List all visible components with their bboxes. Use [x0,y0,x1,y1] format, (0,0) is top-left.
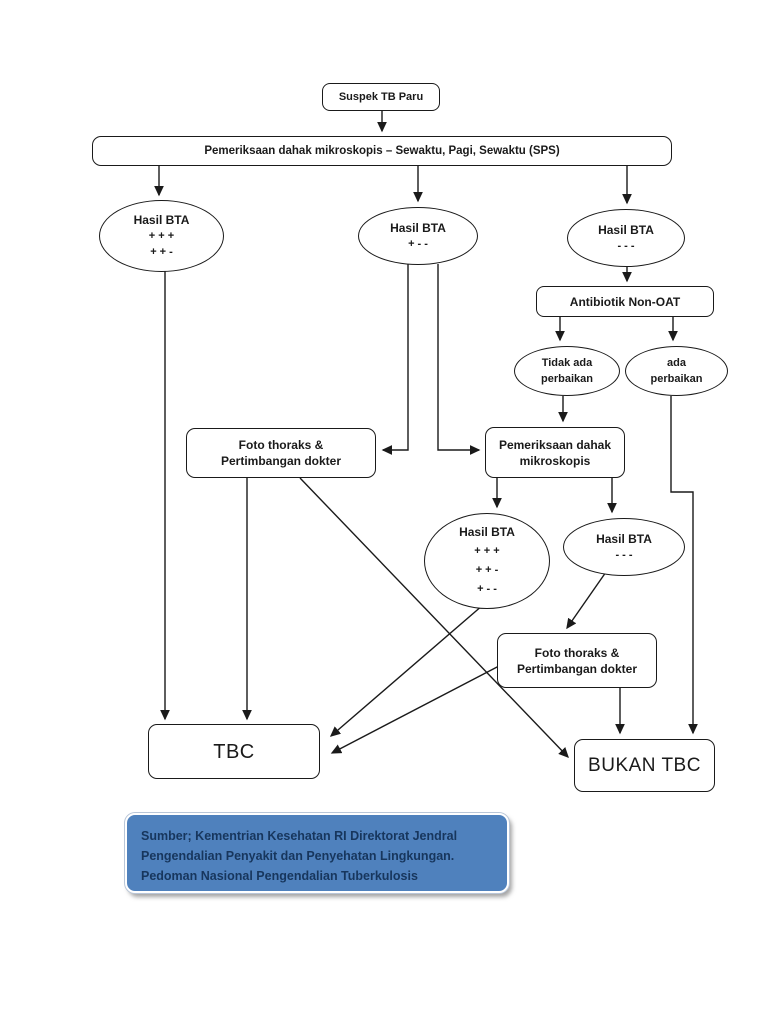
node-title: Hasil BTA [596,532,652,546]
flow-arrow-foto1-to-bukan-tbc [299,477,569,759]
node-label: Suspek TB Paru [338,91,424,103]
node-line: perbaikan [650,373,703,385]
node-ada-perbaikan: ada perbaikan [625,346,728,396]
node-line: Foto thoraks & [238,438,324,452]
node-hasil-bta-1: Hasil BTA + + + + + - [99,200,224,272]
node-pemeriksaan-sps: Pemeriksaan dahak mikroskopis – Sewaktu,… [92,136,672,166]
node-bukan-tbc: BUKAN TBC [574,739,715,792]
node-line: Pertimbangan dokter [220,454,342,468]
node-line: mikroskopis [519,453,591,468]
node-line: Foto thoraks & [534,645,620,660]
flow-arrow-hasil5-to-foto2 [566,571,607,630]
flow-arrow-hasil2-to-dahak2 [437,264,481,455]
node-line: + + - [475,564,499,576]
node-pemeriksaan-dahak-2: Pemeriksaan dahak mikroskopis [485,427,625,478]
node-hasil-bta-3: Hasil BTA - - - [567,209,685,267]
flow-arrow-hasil4-to-tbc [329,604,484,737]
node-foto-thoraks-1: Foto thoraks & Pertimbangan dokter [186,428,376,478]
flow-arrow-hasil2-to-foto1 [381,264,409,455]
node-hasil-bta-5: Hasil BTA - - - [563,518,685,576]
node-label: TBC [213,740,255,763]
node-hasil-bta-2: Hasil BTA + - - [358,207,478,265]
node-antibiotik-non-oat: Antibiotik Non-OAT [536,286,714,317]
node-label: Antibiotik Non-OAT [569,294,681,309]
node-line: Pertimbangan dokter [516,661,638,676]
node-title: Hasil BTA [459,525,515,539]
node-line: Pemeriksaan dahak [498,437,612,452]
flow-arrow-foto2-to-tbc [330,665,500,754]
node-line: ada [667,357,686,369]
node-tbc: TBC [148,724,320,779]
node-title: Hasil BTA [598,223,654,237]
source-line: Pedoman Nasional Pengendalian Tuberkulos… [141,869,418,883]
node-label: Pemeriksaan dahak mikroskopis – Sewaktu,… [204,145,560,157]
node-line: + - - [477,583,497,595]
node-tidak-ada-perbaikan: Tidak ada perbaikan [514,346,620,396]
node-line: + + + [148,230,175,242]
node-label: BUKAN TBC [588,754,701,776]
node-title: Hasil BTA [133,213,190,227]
source-attribution-box: Sumber; Kementrian Kesehatan RI Direktor… [125,813,509,893]
flow-arrow-ada-to-bukan-tbc [670,396,698,735]
source-line: Sumber; Kementrian Kesehatan RI Direktor… [141,829,458,843]
node-line: Tidak ada [541,357,593,369]
node-line: - - - [615,549,633,561]
node-line: + - - [408,238,428,250]
node-title: Hasil BTA [390,221,446,235]
source-line: Pengendalian Penyakit dan Penyehatan Lin… [141,849,455,863]
node-foto-thoraks-2: Foto thoraks & Pertimbangan dokter [497,633,657,688]
node-line: - - - [617,240,635,252]
node-suspek-tb-paru: Suspek TB Paru [322,83,440,111]
node-line: + + - [150,246,173,258]
node-hasil-bta-4: Hasil BTA + + + + + - + - - [424,513,550,609]
node-line: + + + [474,545,500,557]
node-line: perbaikan [541,373,593,385]
